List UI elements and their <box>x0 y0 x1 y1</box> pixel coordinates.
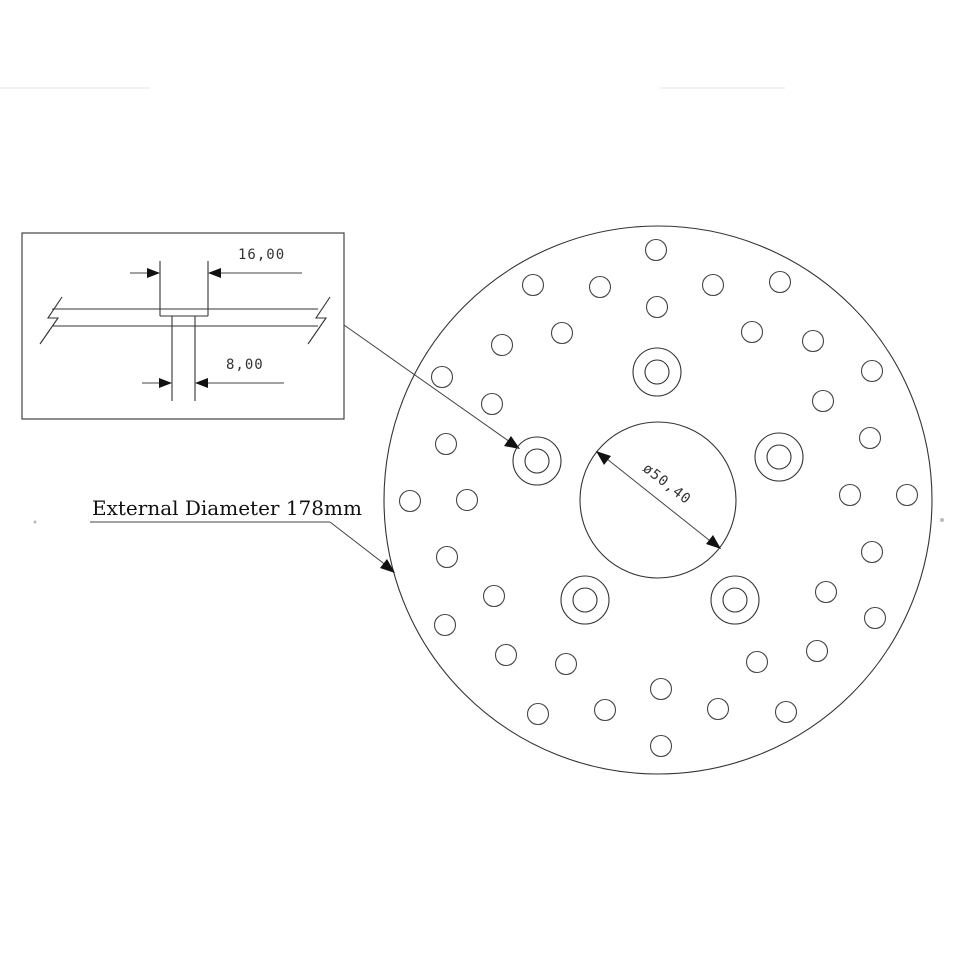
vent-hole <box>858 426 882 450</box>
dim-16-left-arrow <box>147 268 160 278</box>
vent-hole <box>526 702 550 726</box>
disc-outline <box>383 225 933 775</box>
center-diameter-label: ø50,40 <box>640 461 694 508</box>
vent-hole <box>494 643 518 667</box>
detail-leader-line <box>343 324 511 443</box>
bore-dim-line <box>601 454 715 545</box>
vent-hole <box>521 273 545 297</box>
vent-hole <box>860 359 884 383</box>
external-diameter-callout: External Diameter 178mm <box>90 496 395 573</box>
vent-hole <box>740 320 764 344</box>
detail-width-label: 16,00 <box>238 247 285 263</box>
mounting-hole-outer <box>560 575 610 625</box>
vent-hole <box>706 697 730 721</box>
mounting-hole-inner <box>644 359 670 385</box>
vent-hole <box>554 652 578 676</box>
vent-hole <box>838 483 862 507</box>
vent-hole <box>805 639 829 663</box>
vent-hole <box>814 580 838 604</box>
mounting-hole-inner <box>766 444 792 470</box>
brake-disc: ø50,40 <box>383 225 933 775</box>
vent-hole <box>490 333 514 357</box>
mounting-hole-outer <box>754 432 804 482</box>
callout-leader <box>329 521 388 567</box>
mounting-hole-inner <box>524 448 550 474</box>
ventilation-holes <box>398 238 919 758</box>
vent-hole <box>435 545 459 569</box>
dim-8-right-arrow <box>195 378 208 388</box>
vent-hole <box>588 275 612 299</box>
vent-hole <box>644 238 668 262</box>
bore-dim-arrow-top <box>596 451 611 465</box>
detail-view: 16,00 8,00 <box>21 232 345 420</box>
break-symbol-left <box>39 296 63 345</box>
vent-hole <box>433 613 457 637</box>
vent-hole <box>482 584 506 608</box>
vent-hole <box>745 650 769 674</box>
vent-hole <box>430 365 454 389</box>
vent-hole <box>550 321 574 345</box>
vent-hole <box>811 389 835 413</box>
vent-hole <box>645 295 669 319</box>
vent-hole <box>649 734 673 758</box>
vent-hole <box>649 677 673 701</box>
vent-hole <box>801 329 825 353</box>
mounting-hole-outer <box>512 436 562 486</box>
vent-hole <box>434 432 458 456</box>
vent-hole <box>480 392 504 416</box>
vent-hole <box>455 488 479 512</box>
external-diameter-label: External Diameter 178mm <box>92 496 362 520</box>
break-symbol-right <box>307 296 331 345</box>
detail-frame <box>21 232 345 420</box>
detail-hole-label: 8,00 <box>226 357 264 373</box>
mounting-holes <box>512 347 804 625</box>
speck <box>33 520 37 524</box>
vent-hole <box>863 606 887 630</box>
vent-hole <box>701 273 725 297</box>
vent-hole <box>895 483 919 507</box>
center-bore <box>579 421 737 579</box>
callout-arrow <box>380 559 395 573</box>
vent-hole <box>774 700 798 724</box>
vent-hole <box>398 489 422 513</box>
vent-hole <box>768 270 792 294</box>
dim-16-right-arrow <box>208 268 221 278</box>
detail-leader-arrow <box>504 436 520 449</box>
vent-hole <box>593 698 617 722</box>
bore-dim-arrow-bottom <box>706 535 721 549</box>
mounting-hole-inner <box>572 587 598 613</box>
mounting-hole-outer <box>710 575 760 625</box>
mounting-hole-inner <box>722 587 748 613</box>
speck <box>940 518 944 522</box>
dim-8-left-arrow <box>159 378 172 388</box>
mounting-hole-outer <box>632 347 682 397</box>
vent-hole <box>860 540 884 564</box>
